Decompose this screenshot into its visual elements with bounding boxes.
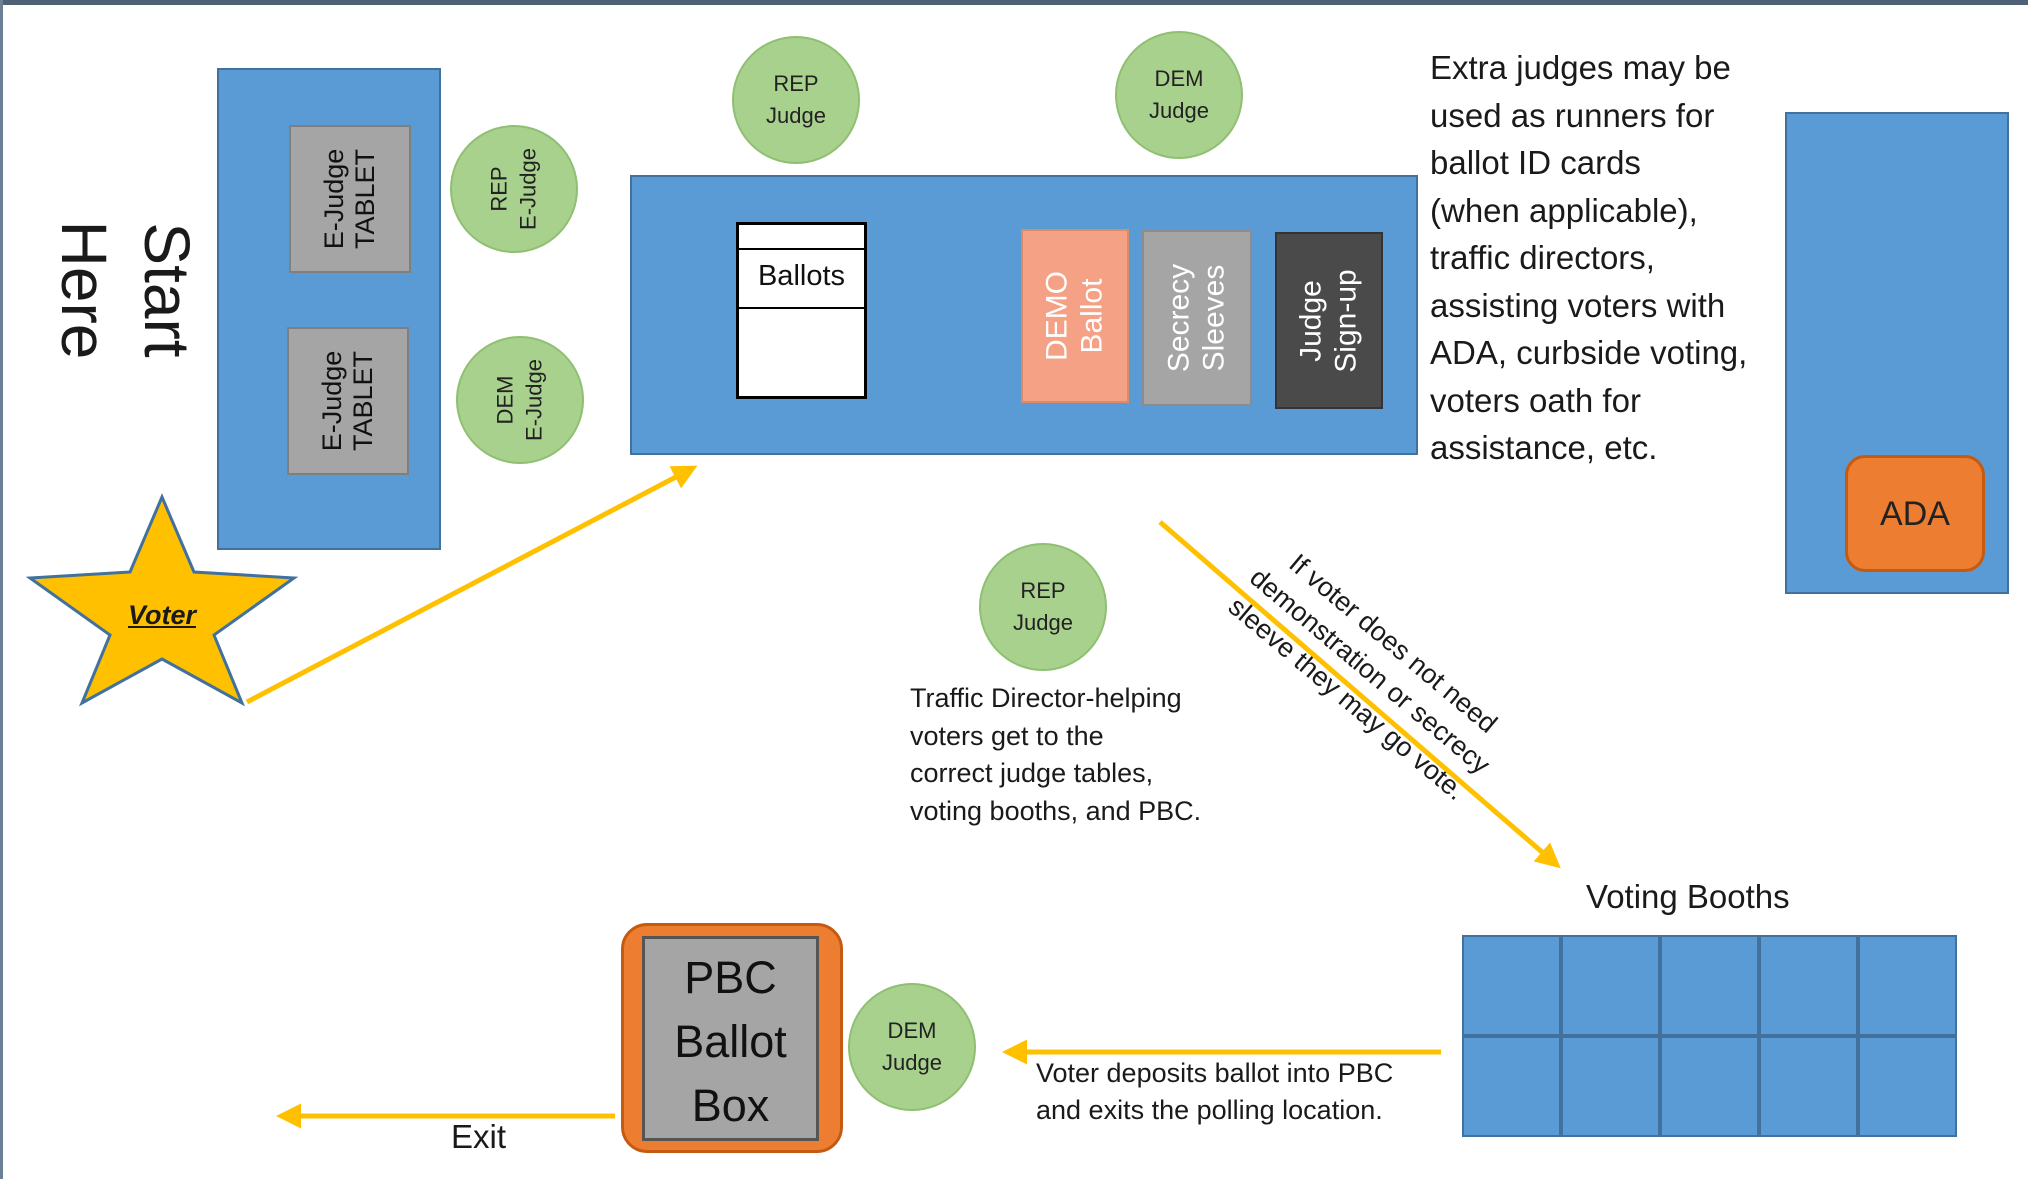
- extra-note-line-4: (when applicable),: [1430, 191, 1698, 229]
- dem-judge-bottom: DEM Judge: [848, 983, 976, 1111]
- extra-note-line-9: assistance, etc.: [1430, 429, 1658, 466]
- exit-label: Exit: [451, 1118, 507, 1155]
- dem-judge-top-line2: Judge: [1149, 98, 1209, 123]
- voting-booth[interactable]: [1561, 1036, 1660, 1137]
- dem-e-judge-line1: DEM: [492, 375, 518, 425]
- voting-booth[interactable]: [1858, 935, 1957, 1036]
- dem-judge-bottom-line1: DEM: [887, 1018, 937, 1044]
- start-here-label: Start Here: [40, 180, 210, 400]
- rep-judge-mid-line2: Judge: [1013, 610, 1073, 635]
- start-line1: Start: [131, 222, 204, 358]
- extra-note-line-1: Extra judges may be: [1430, 49, 1731, 86]
- pbc-line3: Box: [691, 1080, 770, 1131]
- extra-note-line-7: ADA, curbside voting,: [1430, 334, 1748, 371]
- dem-e-judge: DEM E-Judge: [456, 336, 584, 464]
- extra-note-line-6: assisting voters with: [1430, 286, 1726, 324]
- traffic-note-line-4: voting booths, and PBC.: [910, 795, 1202, 826]
- etablet-2-line1: E-Judge: [316, 350, 347, 452]
- judge-signup[interactable]: Judge Sign-up: [1275, 232, 1383, 409]
- secrecy-sleeves-line2: Sleeves: [1197, 264, 1230, 372]
- deposit-note-line-1: Voter deposits ballot into PBC: [1036, 1058, 1394, 1088]
- dem-judge-top-line1: DEM: [1154, 66, 1204, 92]
- pbc-ballot-box[interactable]: PBC Ballot Box: [621, 923, 843, 1153]
- skip-note-line-2: demonstration or secrecy: [1244, 562, 1496, 780]
- ada-station[interactable]: ADA: [1845, 455, 1985, 572]
- traffic-note-line-1: Traffic Director-helping: [910, 683, 1182, 713]
- voting-booth[interactable]: [1759, 1036, 1858, 1137]
- extra-note-line-8: voters oath for: [1430, 381, 1641, 419]
- extra-judges-note: Extra judges may be used as runners for …: [1430, 44, 1747, 472]
- rep-judge-top: REP Judge: [732, 36, 860, 164]
- deposit-note-line-2: and exits the polling location.: [1036, 1095, 1383, 1125]
- demo-ballot[interactable]: DEMO Ballot: [1021, 229, 1129, 403]
- voting-booth[interactable]: [1759, 935, 1858, 1036]
- voter-label: Voter: [127, 600, 196, 630]
- rep-e-judge-line2: E-Judge: [515, 148, 540, 230]
- demo-ballot-line1: DEMO: [1040, 271, 1074, 361]
- traffic-note-line-3: correct judge tables,: [910, 758, 1154, 788]
- voting-booths-label: Voting Booths: [1586, 878, 1790, 915]
- judge-signup-line2: Sign-up: [1329, 268, 1362, 373]
- extra-note-line-3: ballot ID cards: [1430, 144, 1641, 181]
- e-judge-tablet-2[interactable]: E-Judge TABLET: [287, 327, 409, 475]
- voting-booth[interactable]: [1858, 1036, 1957, 1137]
- rep-judge-top-line2: Judge: [766, 103, 826, 128]
- e-judge-tablet-1[interactable]: E-Judge TABLET: [289, 125, 411, 273]
- dem-judge-top: DEM Judge: [1115, 31, 1243, 159]
- ballots-stack[interactable]: Ballots: [736, 222, 867, 399]
- extra-note-line-2: used as runners for: [1430, 96, 1715, 134]
- top-border: [0, 0, 2028, 5]
- voting-booth[interactable]: [1660, 1036, 1759, 1137]
- rep-e-judge-line1: REP: [486, 166, 512, 212]
- dem-e-judge-line2: E-Judge: [521, 359, 546, 441]
- ada-label: ADA: [1880, 495, 1950, 533]
- demo-ballot-line2: Ballot: [1075, 278, 1108, 354]
- pbc-line2: Ballot: [674, 1016, 787, 1067]
- secrecy-sleeves[interactable]: Secrecy Sleeves: [1142, 230, 1252, 406]
- rep-e-judge: REP E-Judge: [450, 125, 578, 253]
- ballots-label: Ballots: [757, 260, 846, 292]
- etablet-1-line1: E-Judge: [318, 148, 349, 250]
- pbc-line1: PBC: [684, 952, 777, 1003]
- traffic-director-note: Traffic Director-helping voters get to t…: [910, 680, 1201, 830]
- traffic-note-line-2: voters get to the: [910, 720, 1104, 751]
- voting-booths-grid: [1462, 935, 1957, 1137]
- voting-booth[interactable]: [1561, 935, 1660, 1036]
- secrecy-sleeves-line1: Secrecy: [1162, 263, 1196, 373]
- rep-judge-top-line1: REP: [773, 71, 819, 97]
- dem-judge-bottom-line2: Judge: [882, 1050, 942, 1075]
- deposit-note: Voter deposits ballot into PBC and exits…: [1036, 1055, 1393, 1129]
- skip-demo-note: If voter does not need demonstration or …: [1151, 475, 1588, 866]
- rep-judge-traffic: REP Judge: [979, 543, 1107, 671]
- voting-booth[interactable]: [1660, 935, 1759, 1036]
- rep-judge-mid-line1: REP: [1020, 578, 1066, 604]
- etablet-2-line2: TABLET: [348, 350, 378, 452]
- extra-note-line-5: traffic directors,: [1430, 239, 1655, 276]
- voting-booth[interactable]: [1462, 1036, 1561, 1137]
- etablet-1-line2: TABLET: [350, 148, 380, 250]
- start-line2: Here: [48, 220, 120, 360]
- voting-booth[interactable]: [1462, 935, 1561, 1036]
- left-border: [0, 0, 3, 1179]
- judge-signup-line1: Judge: [1294, 279, 1328, 362]
